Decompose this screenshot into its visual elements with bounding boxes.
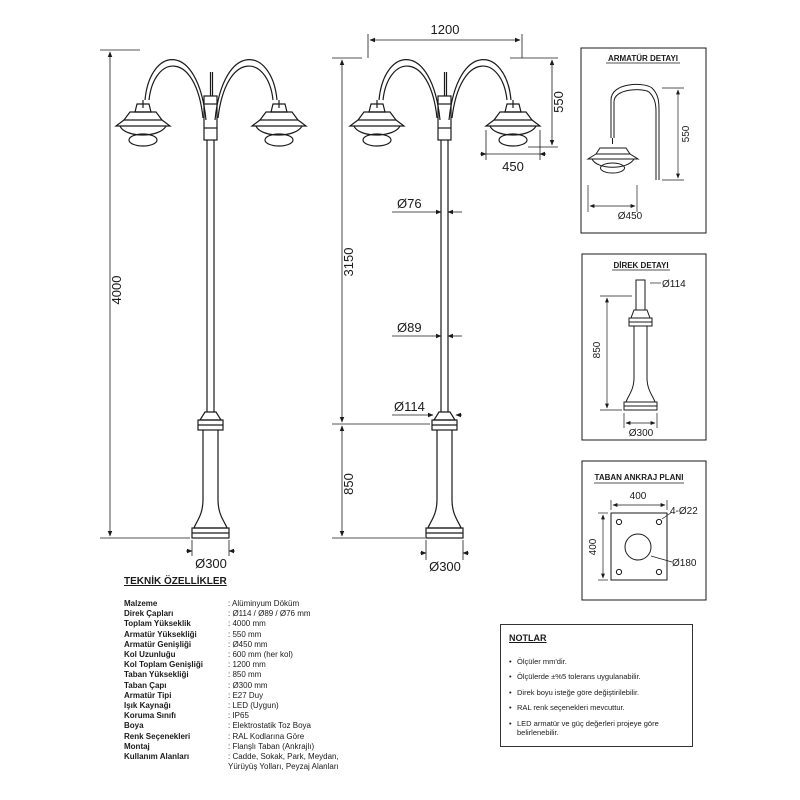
left-height-dimension bbox=[100, 49, 190, 539]
spec-value: : Flanşlı Taban (Ankrajlı) bbox=[228, 741, 315, 751]
taban-hole-label: 4-Ø22 bbox=[670, 506, 698, 517]
spec-row: Montaj : Flanşlı Taban (Ankrajlı) bbox=[124, 742, 374, 752]
note-item: Direk boyu isteğe göre değiştirilebilir. bbox=[509, 688, 684, 698]
lamp-width-label: 450 bbox=[502, 159, 524, 174]
right-base-dimension bbox=[420, 540, 469, 560]
spec-row: Yürüyüş Yolları, Peyzaj Alanları bbox=[124, 762, 374, 772]
spec-value: : Elektrostatik Toz Boya bbox=[228, 721, 311, 731]
spec-row: Toplam Yükseklik : 4000 mm bbox=[124, 619, 374, 629]
spec-label: Işık Kaynağı bbox=[124, 701, 171, 711]
dia-mid-label: Ø89 bbox=[397, 320, 422, 335]
taban-width-label: 400 bbox=[630, 491, 647, 502]
spec-value: : LED (Uygun) bbox=[228, 701, 279, 711]
note-item: Ölçülerde ±%5 tolerans uygulanabilir. bbox=[509, 672, 684, 682]
dia-top-label: Ø76 bbox=[397, 196, 422, 211]
spec-row: Kol Toplam Genişliği : 1200 mm bbox=[124, 660, 374, 670]
spec-label bbox=[124, 762, 228, 772]
taban-center-label: Ø180 bbox=[672, 558, 697, 569]
spec-label: Taban Yüksekliği bbox=[124, 670, 189, 680]
notes-title: NOTLAR bbox=[509, 633, 547, 643]
right-width-label: 1200 bbox=[431, 22, 460, 37]
spec-row: Kol Uzunluğu : 600 mm (her kol) bbox=[124, 650, 374, 660]
direk-base-label: Ø300 bbox=[629, 428, 654, 439]
spec-value: : Ø114 / Ø89 / Ø76 mm bbox=[228, 609, 311, 619]
direk-detail-panel bbox=[581, 253, 707, 441]
right-width-dimension bbox=[367, 34, 523, 58]
spec-value: : 1200 mm bbox=[228, 660, 266, 670]
spec-row: Boya : Elektrostatik Toz Boya bbox=[124, 721, 374, 731]
armatur-panel-title: ARMATÜR DETAYI bbox=[608, 54, 678, 63]
spec-label: Kol Uzunluğu bbox=[124, 650, 176, 660]
left-base-dimension bbox=[186, 540, 235, 556]
spec-value: : 4000 mm bbox=[228, 619, 266, 629]
right-lamp-post bbox=[348, 59, 542, 539]
direk-top-label: Ø114 bbox=[662, 279, 686, 290]
spec-label: Taban Çapı bbox=[124, 680, 167, 690]
spec-label: Armatür Genişliği bbox=[124, 639, 192, 649]
spec-label: Malzeme bbox=[124, 599, 158, 608]
spec-label: Kol Toplam Genişliği bbox=[124, 660, 203, 670]
spec-value: : Ø300 mm bbox=[228, 680, 268, 690]
spec-label: Direk Çapları bbox=[124, 609, 174, 619]
lamp-height-dimension bbox=[510, 57, 558, 148]
dia-bottom-label: Ø114 bbox=[394, 399, 425, 414]
spec-row: Malzeme : Alüminyum Döküm bbox=[124, 599, 374, 609]
lower-height-label: 850 bbox=[341, 473, 356, 495]
armatur-height-label: 550 bbox=[681, 125, 692, 142]
left-lamp-post bbox=[114, 59, 308, 539]
taban-height-label: 400 bbox=[588, 538, 599, 555]
notes-list: Ölçüler mm'dir. Ölçülerde ±%5 tolerans uy… bbox=[509, 657, 684, 738]
spec-value: : 850 mm bbox=[228, 670, 262, 680]
spec-row: Koruma Sınıfı : IP65 bbox=[124, 711, 374, 721]
spec-label: Renk Seçenekleri bbox=[124, 731, 191, 741]
note-item: LED armatür ve güç değerleri projeye gör… bbox=[509, 719, 684, 739]
spec-label: Toplam Yükseklik bbox=[124, 619, 191, 629]
spec-label: Armatür Yüksekliği bbox=[124, 629, 197, 639]
spec-row: Direk Çapları : Ø114 / Ø89 / Ø76 mm bbox=[124, 609, 374, 619]
spec-row: Armatür Genişliği : Ø450 mm bbox=[124, 640, 374, 650]
spec-row: Armatür Yüksekliği : 550 mm bbox=[124, 630, 374, 640]
spec-label: Armatür Tipi bbox=[124, 690, 172, 700]
spec-label: Montaj bbox=[124, 741, 150, 751]
armatur-detail-panel bbox=[580, 47, 707, 234]
note-item: RAL renk seçenekleri mevcuttur. bbox=[509, 703, 684, 713]
spec-row: Taban Yüksekliği : 850 mm bbox=[124, 670, 374, 680]
lamp-height-label: 550 bbox=[551, 91, 566, 113]
spec-value: : IP65 bbox=[228, 711, 249, 721]
spec-value: : 600 mm (her kol) bbox=[228, 650, 293, 660]
upper-height-label: 3150 bbox=[341, 248, 356, 277]
spec-value: : Ø450 mm bbox=[228, 639, 268, 649]
spec-row: Renk Seçenekleri : RAL Kodlarına Göre bbox=[124, 732, 374, 742]
spec-label: Kullanım Alanları bbox=[124, 752, 190, 762]
spec-label: Boya bbox=[124, 721, 144, 731]
direk-panel-title: DİREK DETAYI bbox=[613, 261, 668, 270]
note-item: Ölçüler mm'dir. bbox=[509, 657, 684, 667]
spec-row: Armatür Tipi : E27 Duy bbox=[124, 691, 374, 701]
left-height-label: 4000 bbox=[109, 276, 124, 305]
technical-specs: TEKNİK ÖZELLİKLER Malzeme : Alüminyum Dök… bbox=[124, 576, 374, 772]
lamp-width-dimension bbox=[480, 130, 546, 160]
armatur-width-label: Ø450 bbox=[618, 211, 643, 222]
diameter-callouts bbox=[392, 209, 462, 418]
spec-value: : 550 mm bbox=[228, 629, 262, 639]
right-base-label: Ø300 bbox=[429, 559, 461, 574]
spec-value: : RAL Kodlarına Göre bbox=[228, 731, 305, 741]
spec-value: Yürüyüş Yolları, Peyzaj Alanları bbox=[228, 762, 339, 772]
spec-value: : Cadde, Sokak, Park, Meydan, bbox=[228, 752, 339, 762]
spec-value: : Alüminyum Döküm bbox=[228, 599, 300, 608]
taban-anchor-panel bbox=[581, 460, 707, 601]
spec-row: Kullanım Alanları : Cadde, Sokak, Park, M… bbox=[124, 752, 374, 762]
direk-height-label: 850 bbox=[592, 341, 603, 358]
spec-value: : E27 Duy bbox=[228, 690, 264, 700]
spec-label: Koruma Sınıfı bbox=[124, 711, 177, 721]
specs-title: TEKNİK ÖZELLİKLER bbox=[124, 576, 227, 587]
spec-row: Taban Çapı : Ø300 mm bbox=[124, 681, 374, 691]
spec-row: Işık Kaynağı : LED (Uygun) bbox=[124, 701, 374, 711]
right-height-dimensions bbox=[332, 57, 430, 539]
notes-box: NOTLAR Ölçüler mm'dir. Ölçülerde ±%5 tole… bbox=[500, 624, 693, 747]
taban-panel-title: TABAN ANKRAJ PLANI bbox=[595, 473, 684, 482]
left-base-label: Ø300 bbox=[195, 556, 227, 571]
